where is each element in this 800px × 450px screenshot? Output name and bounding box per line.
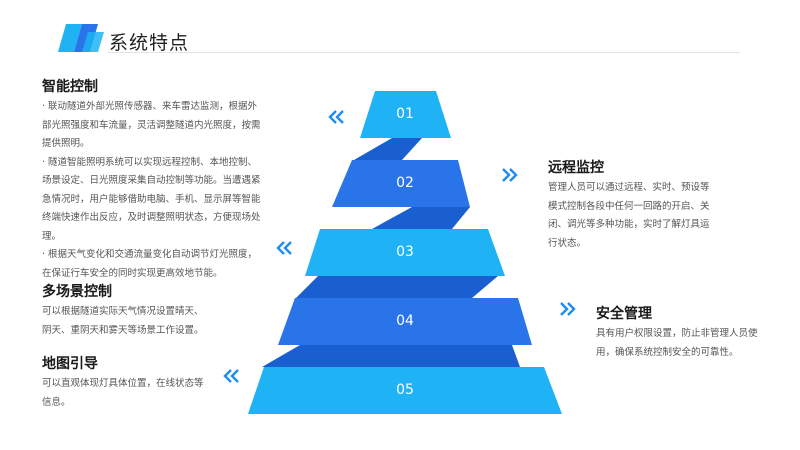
text-line: 模式控制各段中任何一回路的开启、关 (548, 200, 710, 212)
remote-monitor-title: 远程监控 (548, 160, 604, 176)
text-line: 可以根据隧道实际天气情况设置晴天、 (42, 306, 204, 317)
text-line: 闭、调光等多种功能，实时了解灯具运 (548, 219, 710, 230)
title-divider (108, 52, 740, 53)
text-line: 部光照强度和车流量，灵活调整隧道内光照度，按需 (42, 119, 261, 131)
multi-scene-title: 多场景控制 (42, 284, 112, 300)
pyramid-level-2-label: 02 (396, 175, 414, 191)
map-guide-text: 可以直观体现灯具体位置，在线状态等 信息。 (42, 375, 272, 412)
pyramid-level-3 (305, 229, 505, 276)
map-guide-title: 地图引导 (42, 356, 98, 372)
pyramid-level-2 (332, 160, 470, 207)
text-line: 可以直观体现灯具体位置，在线状态等 (42, 378, 204, 389)
text-line: 管理人员可以通过远程、实时、预设等 (548, 182, 710, 193)
text-line: 阴天、重阴天和雾天等场景工作设置。 (42, 324, 204, 336)
smart-control-title: 智能控制 (42, 79, 98, 95)
pyramid-level-5 (248, 367, 562, 414)
pyramid-level-4-label: 04 (396, 313, 414, 329)
text-line: 场景设定、日光照度采集自动控制等功能。当遭遇紧 (42, 175, 261, 186)
security-text: 具有用户权限设置，防止非管理人员使 用，确保系统控制安全的可靠性。 (596, 325, 776, 362)
chevron-right-icon (502, 168, 518, 182)
pyramid-level-3-label: 03 (396, 244, 414, 260)
pyramid-level-1 (360, 91, 451, 138)
smart-control-text: · 联动隧道外部光照传感器、来车雷达监测，根据外 部光照强度和车流量，灵活调整隧… (42, 98, 272, 283)
pyramid-connector (354, 138, 422, 160)
logo-icon (58, 24, 104, 52)
text-line: 具有用户权限设置，防止非管理人员使 (596, 328, 758, 339)
remote-monitor-text: 管理人员可以通过远程、实时、预设等 模式控制各段中任何一回路的开启、关 闭、调光… (548, 179, 748, 253)
text-line: 理。 (42, 230, 62, 242)
text-line: 终端快速作出反应，及时调整照明状态，方便现场处 (42, 212, 261, 223)
pyramid-connector (262, 345, 520, 367)
chevron-left-icon (223, 369, 239, 383)
pyramid-connector (296, 276, 498, 298)
pyramid-level-4 (278, 298, 532, 345)
chevron-right-icon (560, 302, 576, 316)
chevron-left-icon (328, 110, 344, 124)
text-line: 信息。 (42, 396, 71, 408)
text-line: 行状态。 (548, 237, 587, 249)
text-line: 急情况时，用户能够借助电脑、手机、显示屏等智能 (42, 193, 261, 205)
text-line: · 隧道智能照明系统可以实现远程控制、本地控制、 (42, 156, 258, 168)
text-line: 在保证行车安全的同时实现更高效地节能。 (42, 267, 223, 279)
text-line: 用，确保系统控制安全的可靠性。 (596, 346, 739, 358)
page-title: 系统特点 (109, 32, 190, 54)
text-line: · 联动隧道外部光照传感器、来车雷达监测，根据外 (42, 101, 258, 112)
security-title: 安全管理 (596, 306, 652, 322)
chevron-left-icon (276, 241, 292, 255)
pyramid-level-1-label: 01 (396, 106, 414, 122)
pyramid-connector (372, 207, 470, 229)
text-line: 提供照明。 (42, 138, 90, 149)
pyramid-level-5-label: 05 (396, 382, 414, 398)
text-line: · 根据天气变化和交通流量变化自动调节灯光照度， (42, 249, 258, 260)
multi-scene-text: 可以根据隧道实际天气情况设置晴天、 阴天、重阴天和雾天等场景工作设置。 (42, 303, 272, 340)
